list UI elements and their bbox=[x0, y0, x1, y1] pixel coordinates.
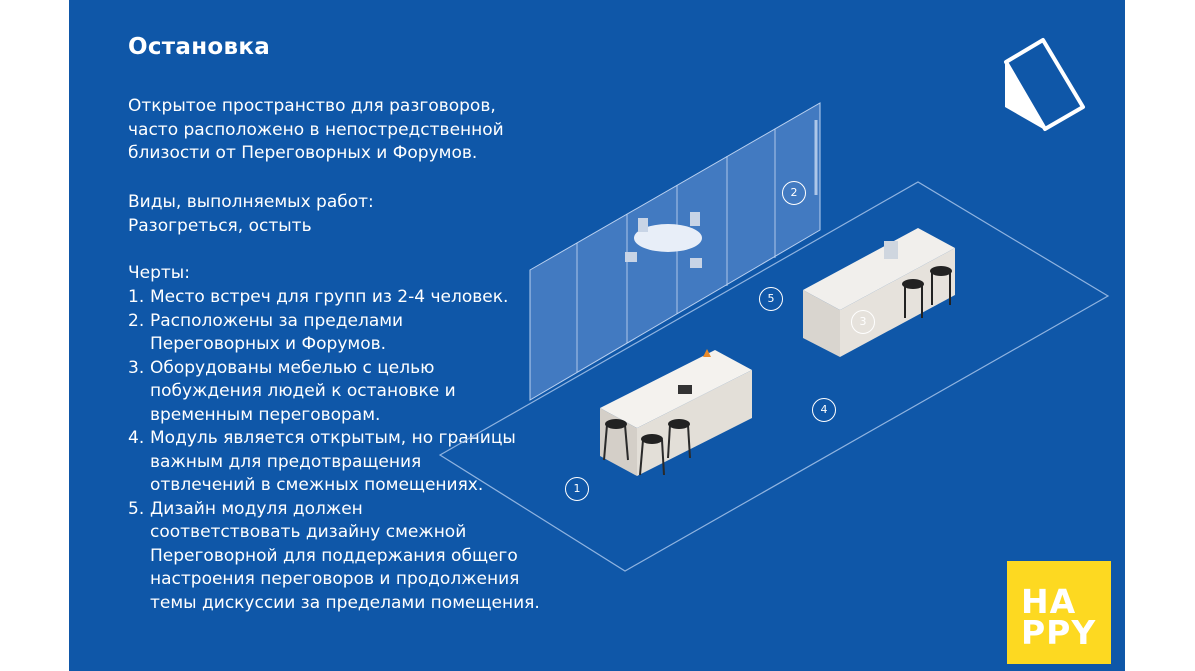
feature-line: побуждения людей к остановке и bbox=[128, 380, 540, 404]
feature-text: Переговорных и Форумов. bbox=[150, 334, 387, 354]
zone-marker: 5 bbox=[759, 287, 783, 311]
intro-text: Открытое пространство для разговоров, ча… bbox=[128, 95, 504, 166]
brand-logo-icon bbox=[1004, 38, 1085, 131]
feature-line: соответствовать дизайну смежной bbox=[128, 521, 540, 545]
feature-number: 5. bbox=[128, 498, 145, 519]
feature-text: Расположены за пределами bbox=[150, 310, 404, 331]
feature-number: 2. bbox=[128, 310, 145, 331]
feature-line: 4.Модуль является открытым, но границы bbox=[128, 427, 540, 451]
zone-marker: 2 bbox=[782, 181, 806, 205]
feature-text: Оборудованы мебелью с целью bbox=[150, 357, 435, 378]
happy-logo: HA PPY bbox=[1007, 561, 1111, 664]
zone-marker: 3 bbox=[851, 310, 875, 334]
feature-line: отвлечений в смежных помещениях. bbox=[128, 474, 540, 498]
feature-line: важным для предотвращения bbox=[128, 451, 540, 475]
features-label: Черты: bbox=[128, 263, 190, 283]
bar-table-front bbox=[600, 349, 752, 476]
happy-logo-line1: HA bbox=[1021, 582, 1077, 621]
feature-line: настроения переговоров и продолжения bbox=[128, 568, 540, 592]
intro-line: близости от Переговорных и Форумов. bbox=[128, 143, 478, 163]
feature-text: Место встреч для групп из 2-4 человек. bbox=[150, 287, 509, 307]
feature-number: 3. bbox=[128, 357, 145, 378]
feature-text: Модуль является открытым, но границы bbox=[150, 428, 516, 448]
features-list: 1.Место встреч для групп из 2-4 человек.… bbox=[128, 286, 540, 615]
feature-text: побуждения людей к остановке и bbox=[150, 381, 456, 401]
feature-line: 3.Оборудованы мебелью с целью bbox=[128, 357, 540, 381]
feature-line: временным переговорам. bbox=[128, 404, 540, 428]
feature-line: темы дискуссии за пределами помещения. bbox=[128, 592, 540, 616]
feature-number: 4. bbox=[128, 428, 145, 448]
feature-line: 1.Место встреч для групп из 2-4 человек. bbox=[128, 286, 540, 310]
feature-line: Переговорных и Форумов. bbox=[128, 333, 540, 357]
feature-text: Дизайн модуля должен bbox=[150, 498, 363, 519]
feature-text: временным переговорам. bbox=[150, 404, 381, 425]
floor-outline bbox=[438, 181, 1110, 572]
zone-marker: 4 bbox=[812, 398, 836, 422]
feature-text: отвлечений в смежных помещениях. bbox=[150, 475, 484, 495]
work-types-value: Разогреться, остыть bbox=[128, 215, 312, 236]
feature-text: соответствовать дизайну смежной bbox=[150, 522, 467, 542]
slide: Остановка Открытое пространство для разг… bbox=[69, 0, 1125, 671]
feature-line: 2.Расположены за пределами bbox=[128, 310, 540, 334]
feature-text: темы дискуссии за пределами помещения. bbox=[150, 592, 540, 613]
intro-line: часто расположено в непостредственной bbox=[128, 119, 504, 140]
slide-title: Остановка bbox=[128, 34, 271, 60]
feature-text: Переговорной для поддержания общего bbox=[150, 545, 518, 566]
work-types-label: Виды, выполняемых работ: bbox=[128, 192, 374, 212]
work-types: Виды, выполняемых работ: Разогреться, ос… bbox=[128, 191, 374, 238]
intro-line: Открытое пространство для разговоров, bbox=[128, 96, 496, 116]
feature-number: 1. bbox=[128, 287, 145, 307]
feature-line: Переговорной для поддержания общего bbox=[128, 545, 540, 569]
feature-text: настроения переговоров и продолжения bbox=[150, 569, 520, 589]
happy-logo-line2: PPY bbox=[1021, 613, 1097, 652]
feature-text: важным для предотвращения bbox=[150, 451, 422, 472]
feature-line: 5.Дизайн модуля должен bbox=[128, 498, 540, 522]
meeting-table bbox=[634, 224, 702, 252]
zone-marker: 1 bbox=[565, 477, 589, 501]
